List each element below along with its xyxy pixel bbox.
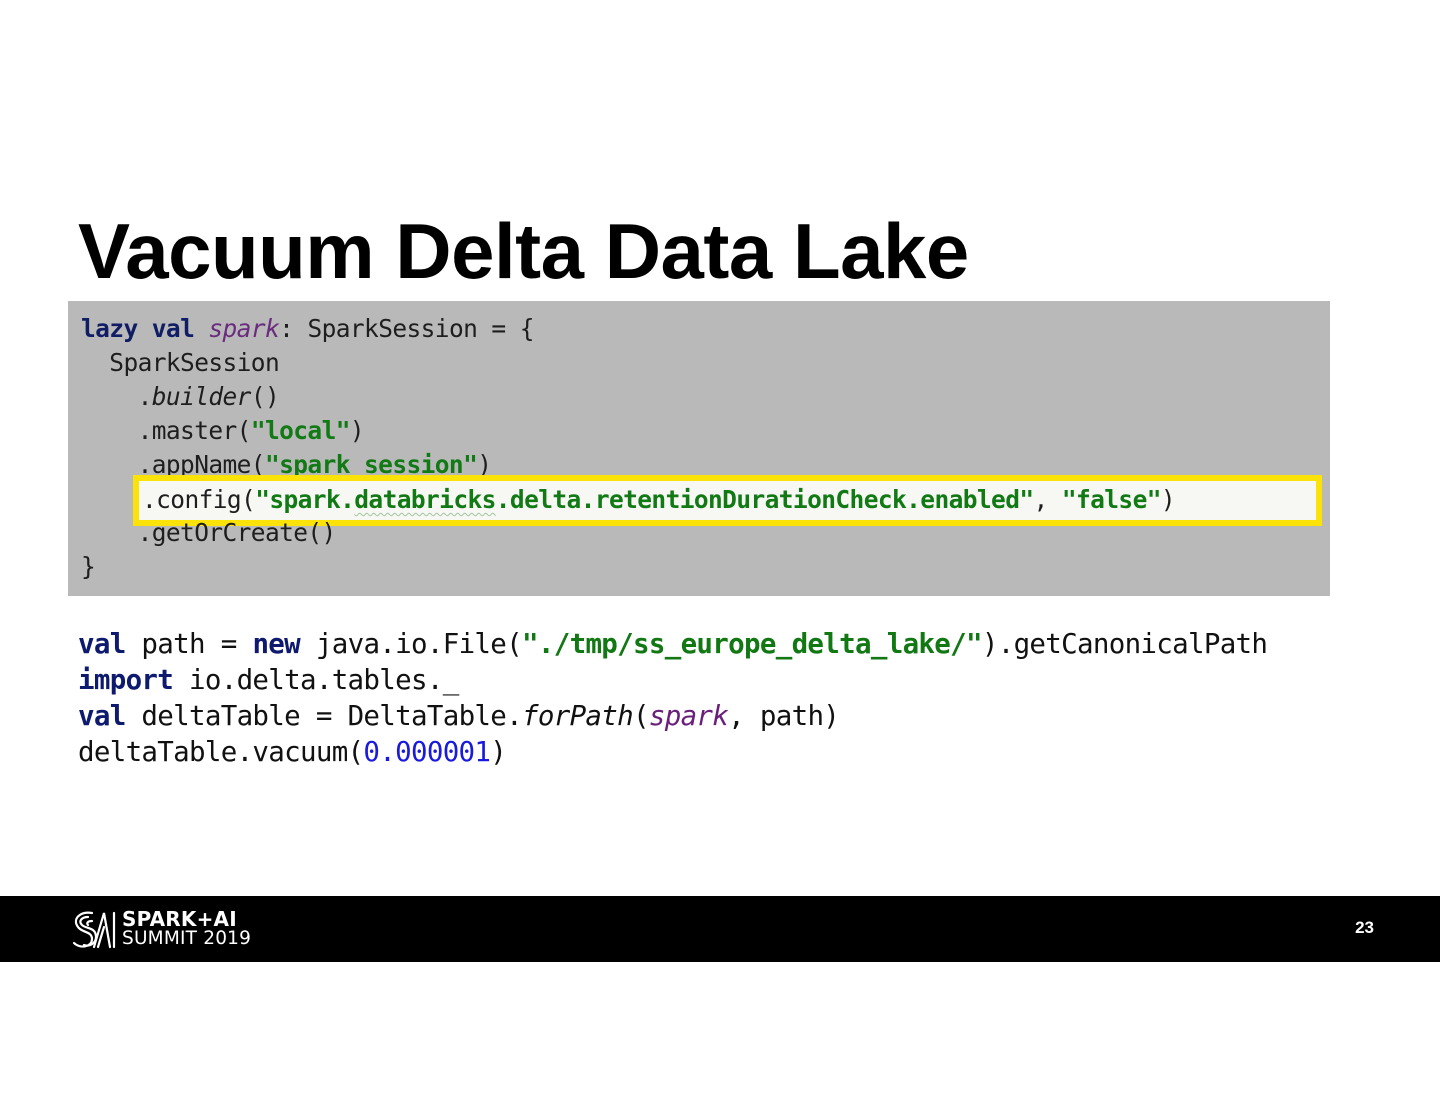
method-name: builder [151, 382, 252, 411]
identifier: spark [648, 700, 729, 732]
code-text: ).getCanonicalPath [981, 628, 1268, 660]
code2-line-4: deltaTable.vacuum(0.000001) [78, 734, 507, 770]
keyword: val [78, 700, 126, 732]
logo-line-1: SPARK+AI [122, 907, 237, 931]
string-literal: "spark session" [264, 450, 478, 479]
logo-wordmark: SPARK+AI SUMMIT 2019 [122, 909, 251, 949]
code-text: , [1033, 485, 1062, 514]
code-line-7: .getOrCreate() [81, 518, 337, 547]
code-line-8: } [81, 552, 96, 581]
string-literal: .delta.retentionDurationCheck.enabled" [495, 485, 1034, 514]
slide-footer: SPARK+AI SUMMIT 2019 23 [0, 896, 1440, 962]
code-text: io.delta.tables._ [173, 664, 459, 696]
string-literal: "false" [1061, 485, 1162, 514]
code-text: ) [1160, 485, 1176, 514]
code2-line-3: val deltaTable = DeltaTable.forPath(spar… [78, 698, 840, 734]
vacuum-code-block: val path = new java.io.File("./tmp/ss_eu… [0, 0, 1440, 768]
string-literal: "local" [250, 416, 351, 445]
code-text: ) [349, 416, 365, 445]
code-text: path = [125, 628, 253, 660]
code-text: .master( [81, 416, 252, 445]
spark-ai-summit-logo-icon [72, 911, 116, 949]
code-text: ) [490, 736, 507, 768]
code-text: ) [477, 450, 492, 479]
code-text: .appName( [81, 450, 266, 479]
logo-line-2: SUMMIT 2019 [122, 928, 252, 949]
code-line-6: .config("spark.databricks.delta.retentio… [142, 483, 1176, 517]
string-literal: "spark. [255, 485, 355, 514]
keyword: import [78, 664, 174, 696]
identifier: spark [208, 314, 280, 343]
highlighted-config-line: .config("spark.databricks.delta.retentio… [133, 475, 1322, 526]
number-literal: 0.000001 [363, 736, 491, 768]
keyword: lazy [81, 314, 138, 343]
spellcheck-underlined-word: databricks [354, 485, 496, 514]
keyword: val [78, 628, 126, 660]
code2-line-2: import io.delta.tables._ [78, 662, 459, 698]
code-line-3: .builder() [81, 380, 280, 414]
string-literal: "./tmp/ss_europe_delta_lake/" [522, 628, 983, 660]
code-text: java.io.File( [300, 628, 523, 660]
code2-line-1: val path = new java.io.File("./tmp/ss_eu… [78, 626, 1268, 662]
method-name: forPath [522, 700, 634, 732]
page-number: 23 [1355, 918, 1374, 937]
code-text: ( [633, 700, 650, 732]
code-text: .config( [142, 485, 256, 514]
code-text: , path) [728, 700, 840, 732]
code-text: deltaTable = DeltaTable. [125, 700, 522, 732]
code-line-1: lazy val spark: SparkSession = { [81, 312, 534, 346]
code-text: . [81, 382, 153, 411]
spark-session-code-block: lazy val spark: SparkSession = { SparkSe… [68, 301, 1330, 596]
code-text: : SparkSession = { [279, 314, 534, 343]
code-line-5: .appName("spark session") [81, 448, 492, 482]
code-line-4: .master("local") [81, 414, 365, 448]
slide-title: Vacuum Delta Data Lake [78, 207, 969, 295]
keyword: val [151, 314, 195, 343]
code-text: () [250, 382, 280, 411]
spark-ai-summit-logo: SPARK+AI SUMMIT 2019 [70, 907, 251, 951]
keyword: new [252, 628, 301, 660]
code-text: deltaTable.vacuum( [78, 736, 364, 768]
code-line-2: SparkSession [81, 348, 280, 377]
